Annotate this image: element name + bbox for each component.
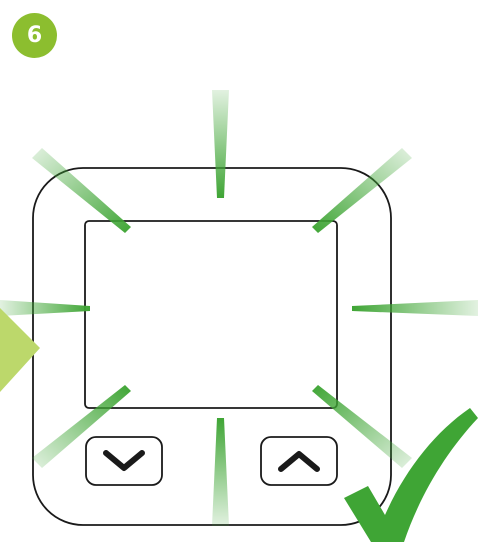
down-button[interactable] [86, 437, 162, 485]
device-screen [85, 221, 337, 408]
up-button[interactable] [261, 437, 337, 485]
